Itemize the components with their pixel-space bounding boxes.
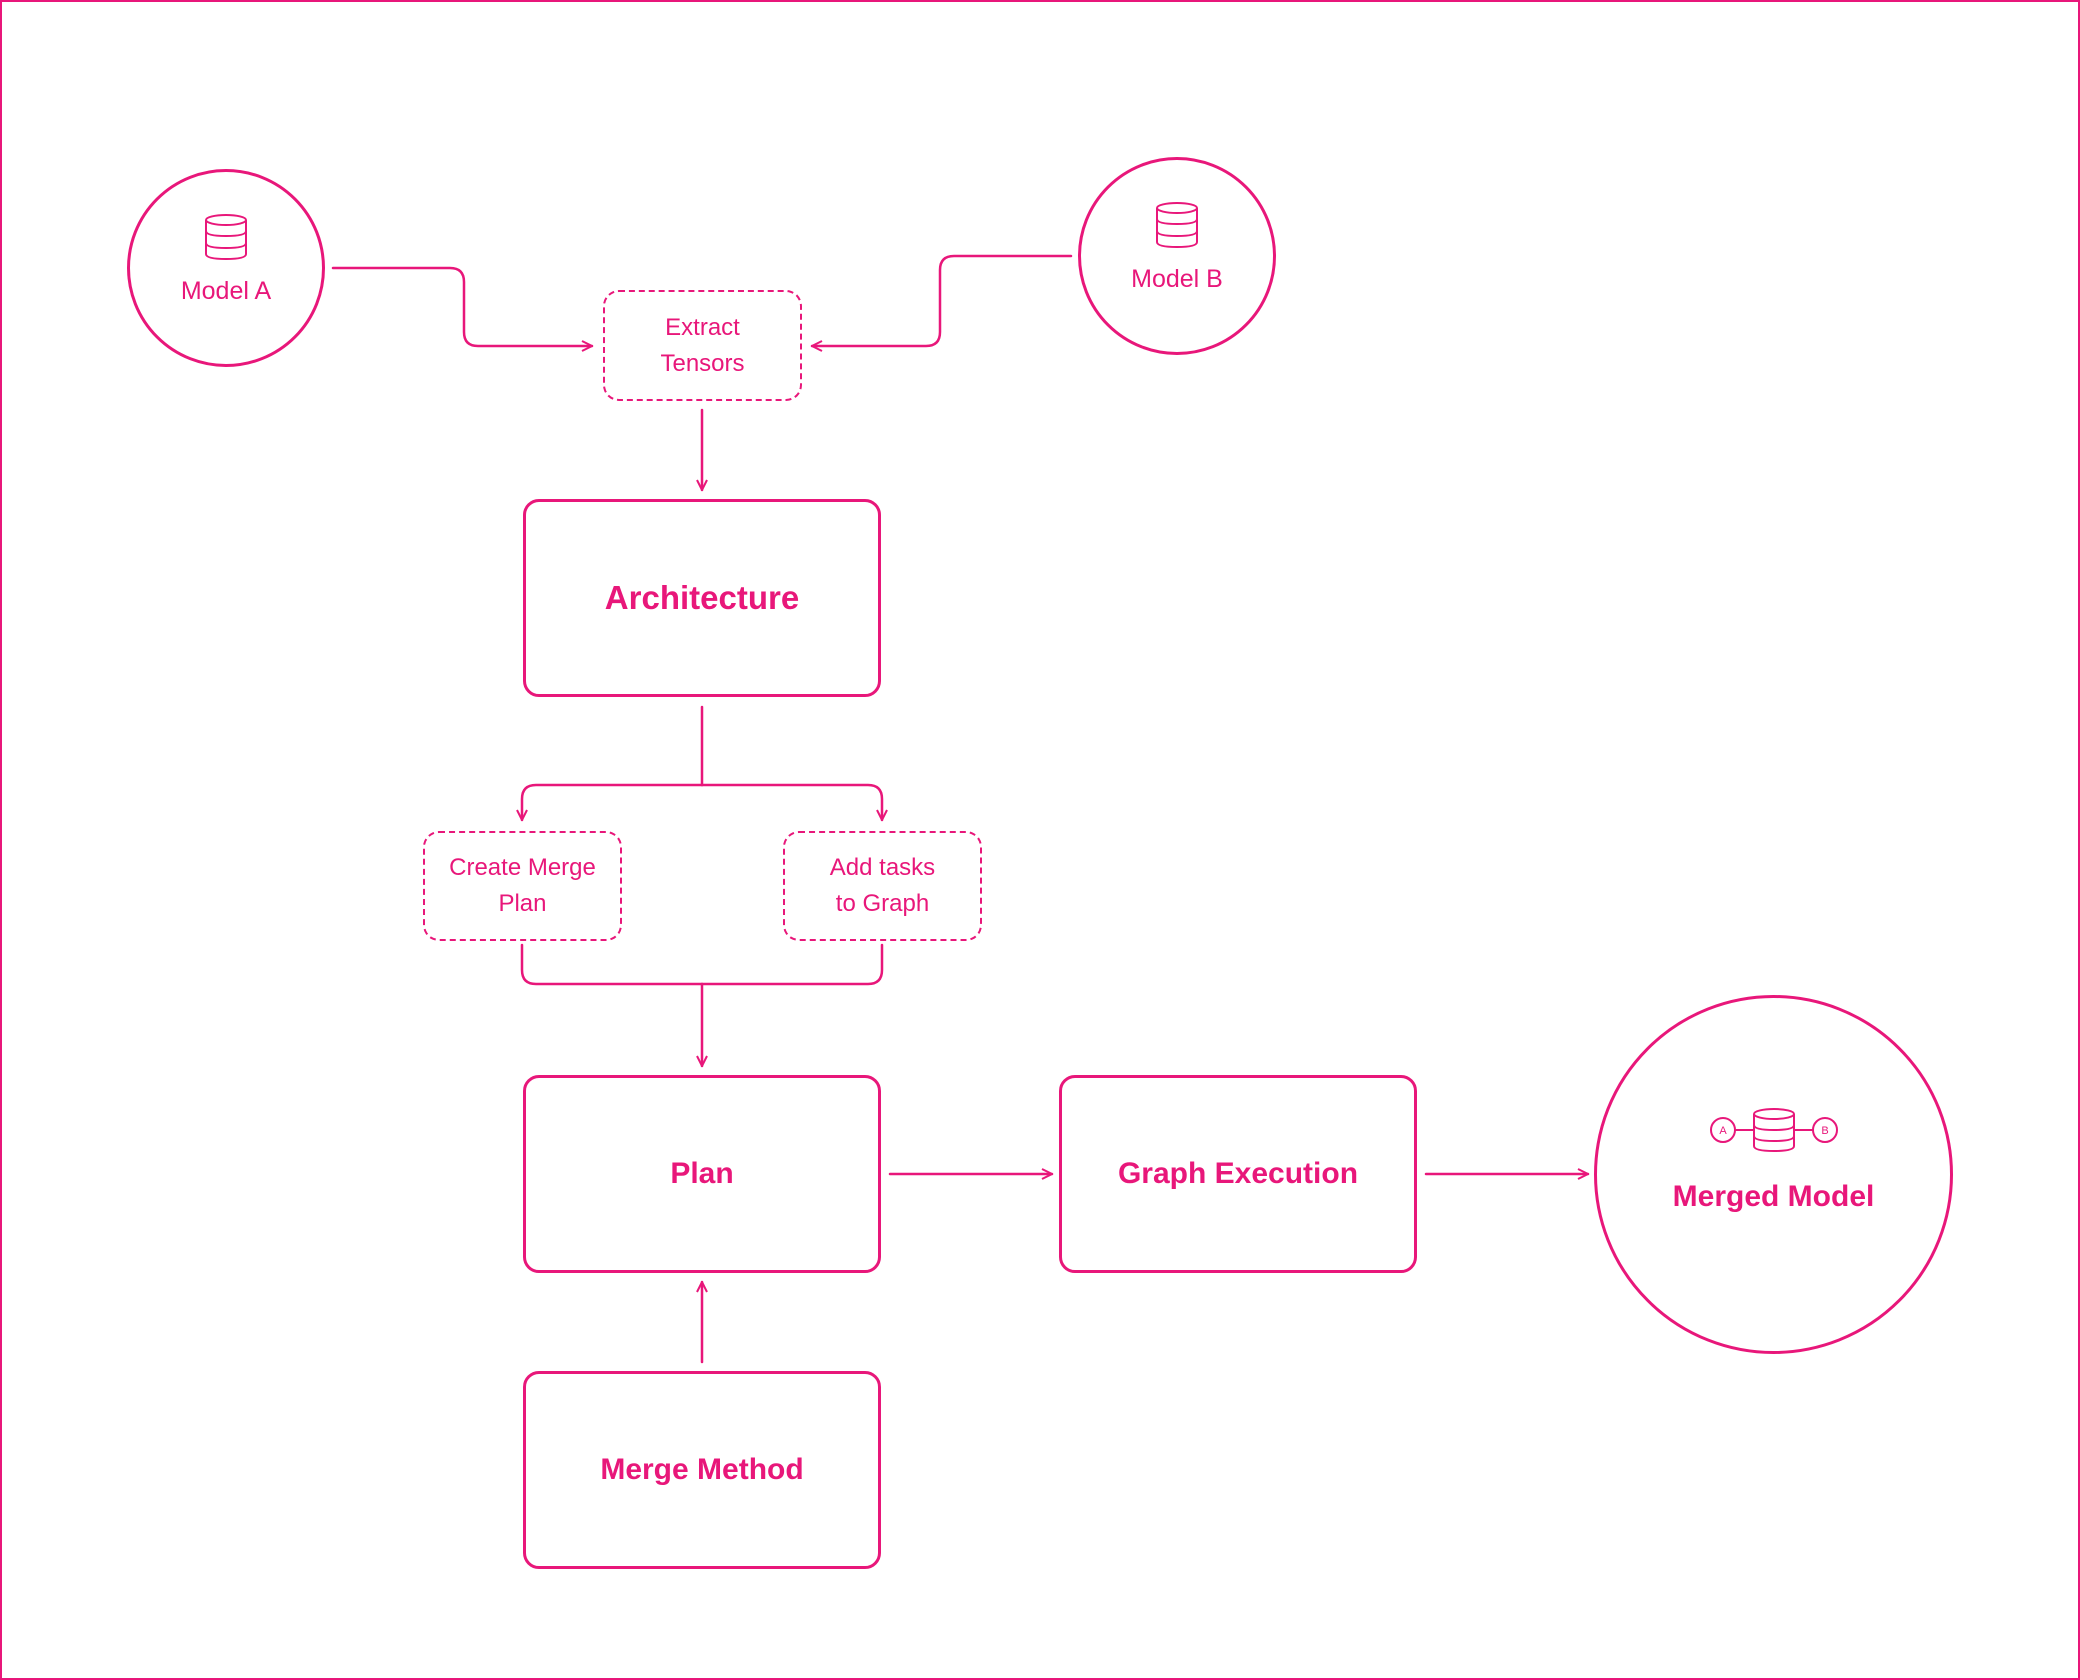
add-tasks-line1: Add tasks [829,854,936,881]
add-tasks-node: Add tasks to Graph [783,831,982,941]
extract-tensors-line1: Extract [665,313,740,341]
graph-execution-node: Graph Execution [1059,1075,1417,1273]
extract-tensors-line2: Tensors [660,349,745,377]
model-b-node: Model B [1078,157,1276,355]
extract-tensors-node: Extract Tensors [603,290,802,401]
create-merge-plan-line1: Create Merge [449,854,596,881]
merged-database-icon: A B [1709,1107,1838,1152]
plan-label: Plan [670,1157,734,1190]
graph-execution-label: Graph Execution [1117,1157,1359,1190]
merged-model-node: A B Merged Model [1594,995,1953,1354]
architecture-node: Architecture [523,499,881,697]
architecture-label: Architecture [604,579,800,616]
create-merge-plan-node: Create Merge Plan [423,831,622,941]
model-b-label: Model B [1131,265,1223,293]
model-a-label: Model A [180,277,272,305]
add-tasks-line2: to Graph [835,890,930,917]
edge-create-merge-plan-join [520,943,704,986]
edge-architecture-to-add-tasks [700,783,882,822]
merge-method-node: Merge Method [523,1371,881,1569]
merged-model-label: Merged Model [1672,1179,1875,1213]
edge-model-b-to-extract [810,254,1073,346]
merge-method-label: Merge Method [600,1453,804,1486]
plan-node: Plan [523,1075,881,1273]
edge-model-a-to-extract [331,266,594,346]
badge-b: B [1821,1125,1828,1137]
edge-add-tasks-join [700,943,884,986]
edge-architecture-to-create-merge-plan [522,783,704,822]
database-icon [1156,202,1198,249]
database-icon [205,214,247,261]
model-a-node: Model A [127,169,325,367]
create-merge-plan-line2: Plan [498,890,547,917]
badge-a: A [1719,1125,1727,1137]
